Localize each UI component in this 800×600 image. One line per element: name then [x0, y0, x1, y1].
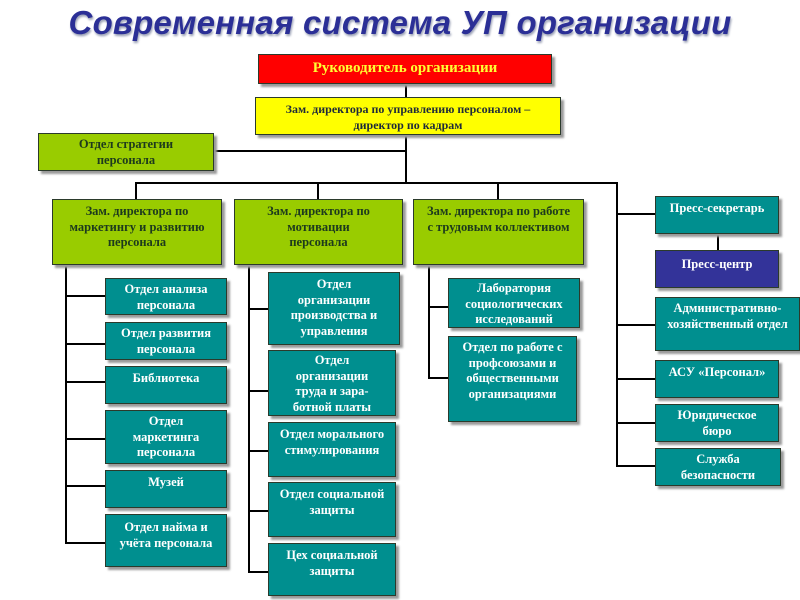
- connector-right-tick: [616, 378, 656, 380]
- dept-trade-unions: Отдел по работе с профсоюзами и обществе…: [448, 336, 577, 422]
- dept-label: Отдел анализа персонала: [124, 282, 208, 312]
- dept-label: Библиотека: [132, 371, 200, 385]
- slide-title: Современная система УП организации: [68, 4, 732, 41]
- connector-col1-tick: [65, 542, 105, 544]
- connector-main-bus: [135, 182, 618, 184]
- dept-personnel-marketing: Отдел маркетинга персонала: [105, 410, 227, 464]
- press-center-label: Пресс-центр: [681, 257, 753, 271]
- dept-museum: Музей: [105, 470, 227, 508]
- dept-personnel-development: Отдел развития персонала: [105, 322, 227, 360]
- connector-col2-tick: [248, 390, 268, 392]
- dept-label: Отдел развития персонала: [121, 326, 211, 356]
- hr-director-label: Зам. директора по управлению персоналом …: [285, 102, 531, 132]
- connector-col1-spine: [65, 265, 67, 543]
- dept-label: Отдел по работе с профсоюзами и обществе…: [462, 340, 563, 401]
- connector-col2-tick: [248, 450, 268, 452]
- connector-right-tick: [616, 324, 656, 326]
- dept-label: Отдел социальной защиты: [279, 487, 385, 517]
- deputy-marketing-box: Зам. директора по маркетингу и развитию …: [52, 199, 222, 265]
- connector-deputy-3: [497, 182, 499, 199]
- dept-social-protection: Отдел социальной защиты: [268, 482, 396, 537]
- deputy-labor-box: Зам. директора по работе с трудовым колл…: [413, 199, 584, 265]
- connector-strategy: [214, 150, 407, 152]
- dept-moral-incentives: Отдел морального стимулирования: [268, 422, 396, 477]
- dept-label: Музей: [148, 475, 184, 489]
- connector-press-link: [717, 234, 719, 250]
- connector-head-to-hr: [405, 84, 407, 97]
- deputy-marketing-label: Зам. директора по маркетингу и развитию …: [69, 204, 205, 249]
- admin-household-dept: Административно- хозяйственный отдел: [655, 297, 800, 351]
- connector-hr-trunk: [405, 135, 407, 183]
- connector-col3-tick: [428, 377, 448, 379]
- connector-deputy-2: [317, 182, 319, 199]
- dept-label: Отдел маркетинга персонала: [132, 414, 200, 459]
- connector-col3-tick: [428, 306, 448, 308]
- connector-col2-tick: [248, 510, 268, 512]
- deputy-motivation-label: Зам. директора по мотивации персонала: [267, 204, 370, 249]
- connector-col1-tick: [65, 295, 105, 297]
- connector-right-tick: [616, 213, 656, 215]
- connector-right-tick: [616, 465, 656, 467]
- legal-bureau: Юридическое бюро: [655, 404, 779, 442]
- connector-right-tick: [616, 422, 656, 424]
- dept-label: Юридическое бюро: [677, 408, 757, 438]
- dept-label: Отдел морального стимулирования: [279, 427, 385, 457]
- connector-col1-tick: [65, 485, 105, 487]
- dept-label: Отдел найма и учёта персонала: [119, 520, 213, 550]
- press-center-box: Пресс-центр: [655, 250, 779, 288]
- dept-label: Лаборатория социологических исследований: [465, 281, 563, 326]
- connector-deputy-1: [135, 182, 137, 199]
- dept-label: Служба безопасности: [680, 452, 756, 482]
- security-service: Служба безопасности: [655, 448, 781, 486]
- press-secretary-label: Пресс-секретарь: [669, 201, 765, 215]
- dept-label: АСУ «Персонал»: [668, 365, 766, 379]
- asu-personnel: АСУ «Персонал»: [655, 360, 779, 398]
- strategy-dept-box: Отдел стратегии персонала: [38, 133, 214, 171]
- dept-label: Отдел организации производства и управле…: [290, 277, 378, 338]
- dept-personnel-analysis: Отдел анализа персонала: [105, 278, 227, 315]
- dept-label: Отдел организации труда и зара- ботной п…: [292, 353, 372, 414]
- connector-col1-tick: [65, 343, 105, 345]
- press-secretary-box: Пресс-секретарь: [655, 196, 779, 234]
- org-head-label: Руководитель организации: [312, 60, 498, 76]
- connector-col2-spine: [248, 265, 250, 573]
- dept-label: Административно- хозяйственный отдел: [667, 301, 788, 331]
- connector-col1-tick: [65, 438, 105, 440]
- shop-social-protection: Цех социальной защиты: [268, 543, 396, 596]
- org-head-box: Руководитель организации: [258, 54, 552, 84]
- deputy-labor-label: Зам. директора по работе с трудовым колл…: [426, 204, 571, 234]
- dept-label: Цех социальной защиты: [286, 548, 378, 578]
- connector-col2-tick: [248, 571, 268, 573]
- deputy-motivation-box: Зам. директора по мотивации персонала: [234, 199, 403, 265]
- dept-labor-wages: Отдел организации труда и зара- ботной п…: [268, 350, 396, 416]
- connector-col3-spine: [428, 265, 430, 378]
- lab-sociological-research: Лаборатория социологических исследований: [448, 278, 580, 328]
- dept-hiring-records: Отдел найма и учёта персонала: [105, 514, 227, 567]
- strategy-dept-label: Отдел стратегии персонала: [78, 137, 174, 167]
- dept-library: Библиотека: [105, 366, 227, 404]
- dept-production-organization: Отдел организации производства и управле…: [268, 272, 400, 345]
- hr-director-box: Зам. директора по управлению персоналом …: [255, 97, 561, 135]
- connector-col2-tick: [248, 308, 268, 310]
- connector-col1-tick: [65, 381, 105, 383]
